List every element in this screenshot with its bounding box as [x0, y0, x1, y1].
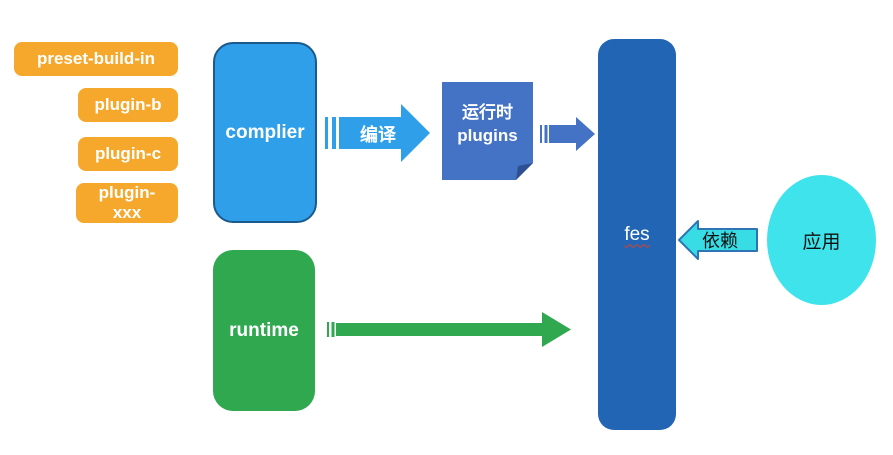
folded-corner-shape	[442, 82, 533, 180]
box-plugin-b: plugin-b	[78, 88, 178, 122]
app-label: 应用	[802, 231, 841, 253]
runtime-box: runtime	[213, 250, 315, 411]
preset-build-in-label: preset-build-in	[36, 48, 156, 68]
plugin-c-label: plugin-c	[94, 143, 162, 163]
runtime-label: runtime	[229, 319, 299, 341]
plugin-b-label: plugin-b	[94, 94, 162, 114]
depend-arrow	[678, 220, 758, 260]
app-ellipse: 应用	[767, 175, 876, 305]
box-plugin-xxx: plugin- xxx	[76, 183, 178, 223]
compile-arrow	[325, 104, 430, 162]
runtime-plugins-note: 运行时 plugins	[442, 82, 533, 180]
box-preset-build-in: preset-build-in	[14, 42, 178, 76]
box-plugin-c: plugin-c	[78, 137, 178, 171]
complier-box: complier	[213, 42, 317, 223]
plugin-xxx-label: plugin- xxx	[98, 182, 156, 222]
complier-label: complier	[225, 121, 305, 143]
fes-bar: fes	[598, 39, 676, 430]
compile-arrow-label: 编译	[360, 125, 396, 145]
runtime-to-fes-arrow	[327, 312, 571, 347]
fes-label: fes	[624, 223, 650, 245]
runtime-plugins-label: 运行时 plugins	[457, 103, 518, 145]
depend-arrow-label: 依赖	[702, 231, 738, 251]
plugins-to-fes-arrow	[540, 117, 595, 151]
